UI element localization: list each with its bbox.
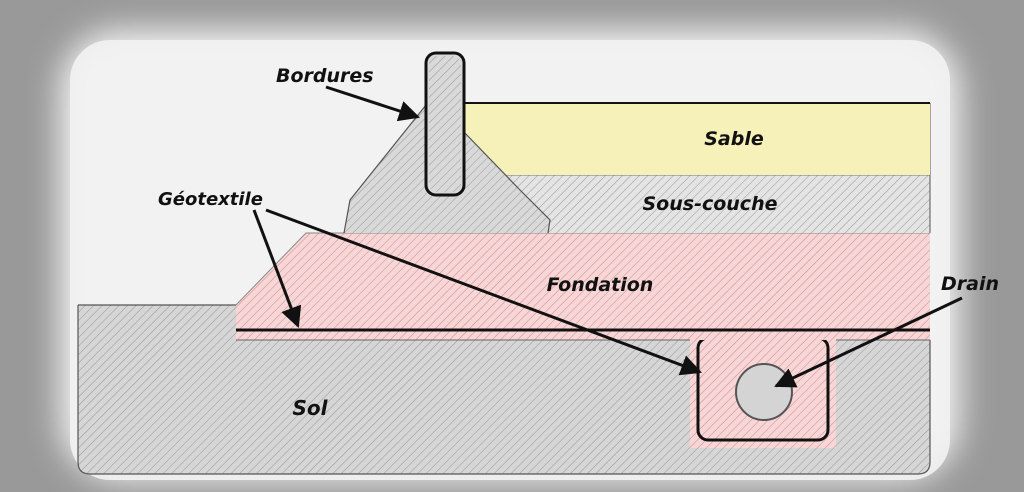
kerb-hatch — [429, 56, 461, 192]
label-geotextile: Géotextile — [158, 189, 263, 210]
sous-couche-layer — [490, 103, 931, 233]
label-bordures: Bordures — [276, 65, 374, 87]
label-sable: Sable — [704, 128, 764, 150]
label-sous-couche: Sous-couche — [643, 193, 778, 215]
arrow-geotextile-right — [265, 208, 702, 376]
drain-pipe — [735, 363, 793, 421]
label-drain: Drain — [941, 273, 999, 295]
arrow-drain — [774, 296, 963, 388]
label-fondation: Fondation — [547, 274, 654, 296]
arrow-geotextile-left — [252, 209, 302, 328]
label-sol: Sol — [293, 396, 329, 420]
sable-layer — [462, 102, 930, 175]
arrow-bordures — [325, 85, 420, 122]
